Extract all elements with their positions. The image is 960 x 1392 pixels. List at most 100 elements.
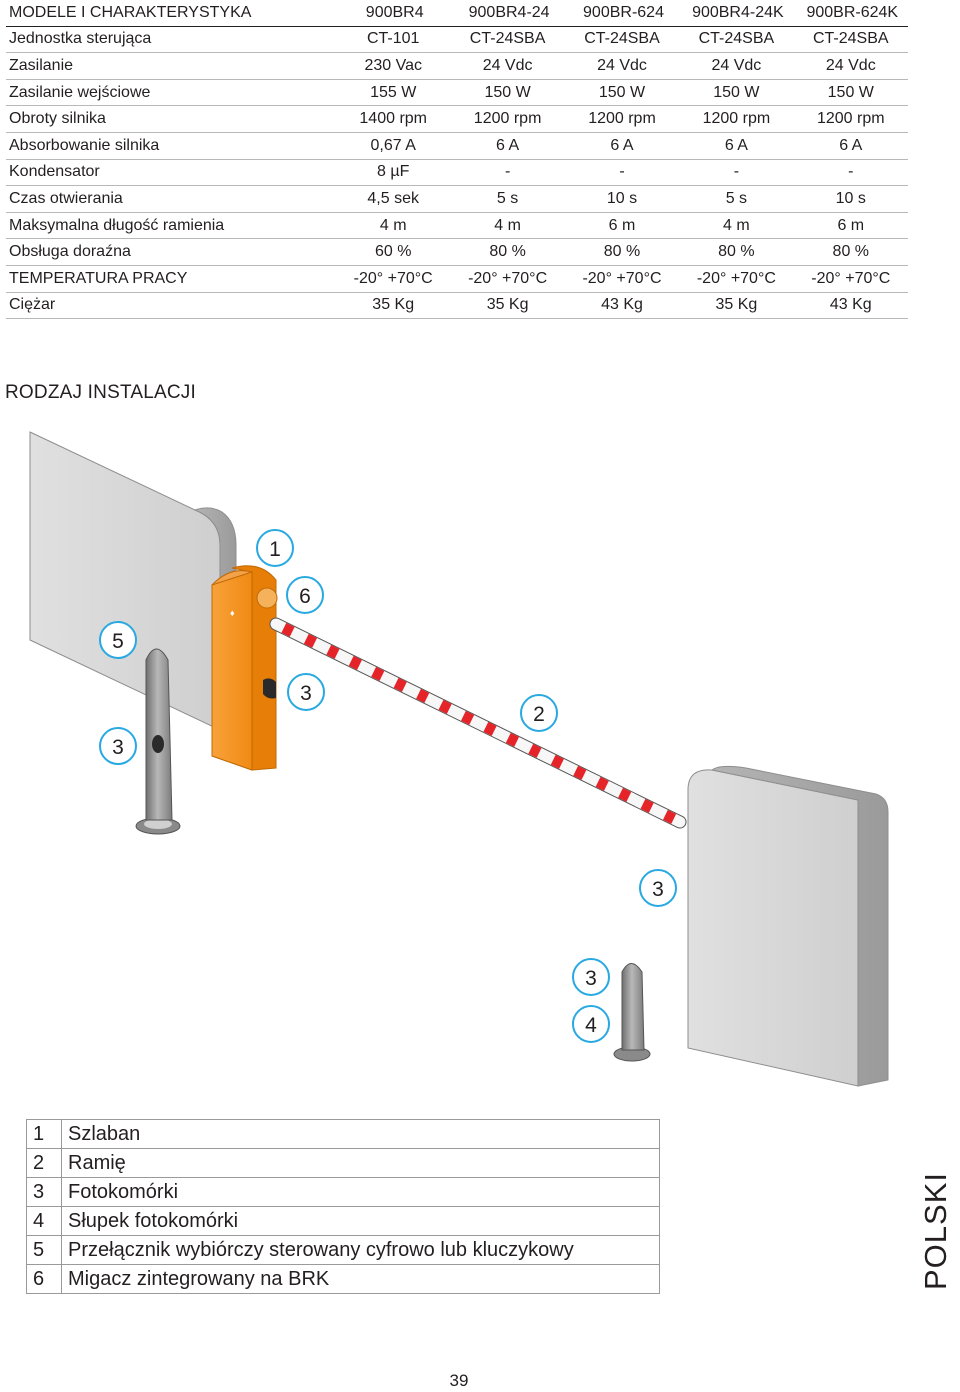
spec-row-label: Obroty silnika [6,105,337,133]
arm-stripe [371,666,385,681]
arm-stripe [438,699,452,714]
arm-stripe [303,633,318,648]
legend-label: Słupek fotokomórki [61,1206,660,1236]
legend-label: Ramię [61,1148,660,1178]
legend-number: 3 [26,1177,62,1207]
spec-table: MODELE I CHARAKTERYSTYKA 900BR4 900BR4-2… [6,0,908,320]
arm-stripe [393,677,407,692]
spec-row-value: 8 µF [336,159,451,187]
svg-text:6: 6 [299,585,311,608]
page-number: 39 [449,1371,469,1390]
spec-row-value: 6 A [564,132,680,160]
spec-row-value: 4 m [679,212,794,240]
spec-row-value: 1400 rpm [336,105,451,133]
spec-row-value: - [564,159,680,187]
spec-row-value: 1200 rpm [450,105,565,133]
callout-5: 5 [99,621,137,659]
arm-stripe [505,732,520,747]
spec-header-cell: 900BR-624K [793,0,908,27]
spec-header-cell: 900BR-624 [564,0,680,27]
spec-row-value: 1200 rpm [793,105,908,133]
spec-row-value: 10 s [564,185,680,213]
side-language-label: POLSKI [918,1172,953,1290]
spec-row-value: 155 W [336,79,451,107]
spec-row-value: 35 Kg [336,292,451,320]
callout-3-wall: 3 [639,869,677,907]
spec-header-cell: 900BR4-24 [450,0,565,27]
arm-stripe [550,754,564,769]
spec-row-label: Obsługa doraźna [6,238,337,266]
legend-label: Szlaban [61,1119,660,1149]
arm-stripe [281,622,295,637]
spec-row-label: Zasilanie wejściowe [6,79,337,107]
spec-header-cell: 900BR4-24K [679,0,794,27]
spec-row-value: - [450,159,565,187]
spec-row-value: 43 Kg [793,292,908,320]
spec-row-value: 0,67 A [336,132,451,160]
spec-row-label: Zasilanie [6,52,337,80]
svg-text:4: 4 [585,1014,597,1037]
spec-row-value: 24 Vdc [793,52,908,80]
spec-row-value: - [793,159,908,187]
svg-text:2: 2 [533,703,545,726]
legend-number: 5 [26,1235,62,1265]
spec-row-value: 6 A [793,132,908,160]
spec-row-value: 6 A [450,132,565,160]
arm-stripe [528,743,542,758]
spec-row-value: 6 A [679,132,794,160]
spec-row-label: Kondensator [6,159,337,187]
spec-row-value: 35 Kg [679,292,794,320]
spec-row-label: Jednostka sterująca [6,26,337,54]
spec-row-value: 80 % [679,238,794,266]
spec-row-label: Maksymalna długość ramienia [6,212,337,240]
spec-row-value: 150 W [793,79,908,107]
arm-stripe [416,688,430,703]
svg-text:1: 1 [269,538,281,561]
arm-stripe [662,809,677,824]
spec-row-value: 24 Vdc [450,52,565,80]
spec-row-value: 10 s [793,185,908,213]
arm-stripe [460,710,475,725]
right-wall [687,765,889,1087]
spec-row: TEMPERATURA PRACY-20° +70°C-20° +70°C-20… [6,265,908,293]
spec-row-value: -20° +70°C [336,265,451,293]
legend-number: 4 [26,1206,62,1236]
spec-row-value: 6 m [793,212,908,240]
legend-number: 6 [26,1264,62,1294]
spec-row-value: 80 % [450,238,565,266]
svg-text:♦: ♦ [230,608,235,618]
spec-row-value: CT-24SBA [679,26,794,54]
spec-row-value: 1200 rpm [679,105,794,133]
svg-text:3: 3 [585,967,597,990]
legend-number: 2 [26,1148,62,1178]
arm-stripe [640,798,654,813]
callout-4: 4 [572,1005,610,1043]
spec-row-value: 6 m [564,212,680,240]
spec-row-value: 80 % [793,238,908,266]
spec-row-value: -20° +70°C [450,265,565,293]
arm-stripe [618,787,632,802]
spec-row-value: -20° +70°C [793,265,908,293]
spec-row-label: Absorbowanie silnika [6,132,337,160]
spec-row-value: 4 m [450,212,565,240]
spec-row-label: Ciężar [6,292,337,320]
callout-3-barrier: 3 [287,673,325,711]
legend-label: Fotokomórki [61,1177,660,1207]
left-wall [29,431,237,736]
callouts: 1 6 5 3 2 3 3 3 [99,529,677,1043]
spec-row-value: CT-24SBA [450,26,565,54]
legend-label: Przełącznik wybiórczy sterowany cyfrowo … [61,1235,660,1265]
